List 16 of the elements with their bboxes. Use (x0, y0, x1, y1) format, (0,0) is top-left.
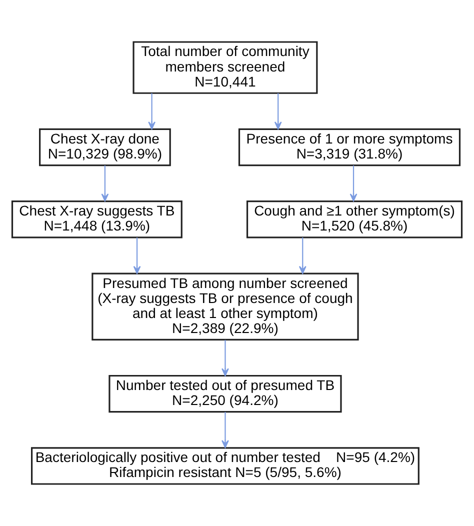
node-box: Bacteriologically positive out of number tested N=95 (4.2%) Rifampicin resistant N=5 (5/95, 5.6%) (31, 447, 420, 485)
node-box: Number tested out of presumed TB N=2,250 (94.2%) (108, 374, 342, 413)
node-box: Cough and ≥1 other symptom(s) N=1,520 (45.8%) (246, 200, 463, 238)
arrow (274, 93, 282, 130)
arrow (298, 237, 306, 274)
node-box: Presumed TB among number screened (X-ray suggests TB or presence of cough and at least 1 other symptom) N=2,389 (22.9%) (92, 272, 359, 340)
arrow (350, 165, 358, 202)
node-box: Presence of 1 or more symptoms N=3,319 (31.8%) (238, 128, 461, 166)
arrow (222, 412, 229, 448)
arrow (133, 237, 141, 274)
node-box: Total number of community members screened N=10,441 (132, 41, 318, 94)
node-box: Chest X-ray done N=10,329 (98.9%) (39, 128, 171, 166)
arrow (101, 165, 109, 202)
arrow (222, 340, 229, 376)
node-box: Chest X-ray suggests TB N=1,448 (13.9%) (11, 200, 182, 238)
arrow (148, 93, 156, 130)
